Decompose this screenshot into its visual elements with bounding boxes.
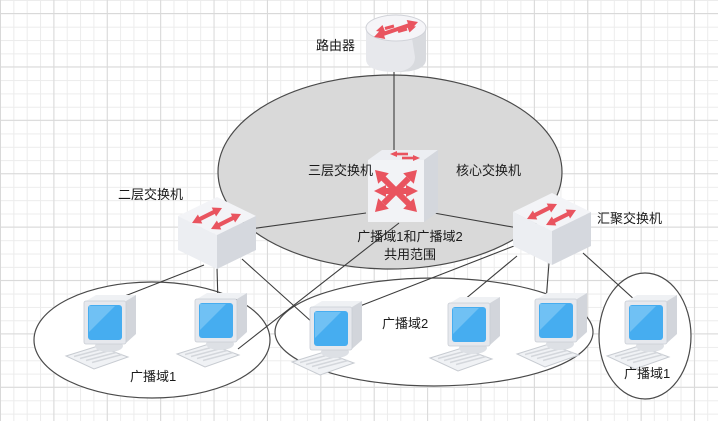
- computer-icon: [64, 295, 136, 370]
- computer-icon: [175, 293, 247, 368]
- shared-scope-label-line1: 广播域1和广播域2: [357, 229, 463, 244]
- layer3-switch-label: 三层交换机: [308, 163, 374, 178]
- aggregation-switch-node[interactable]: [512, 192, 592, 266]
- computer-icon: [515, 293, 587, 368]
- pc-node-5[interactable]: [515, 292, 603, 370]
- router-label: 路由器: [316, 38, 356, 53]
- router-icon: [365, 14, 427, 72]
- pc-node-1[interactable]: [64, 294, 152, 372]
- connection-core-aggregation: [433, 212, 519, 229]
- shared-scope-label: 广播域1和广播域2 共用范围: [330, 228, 490, 264]
- connection-aggregation-pc3: [359, 245, 515, 307]
- core-switch-label: 核心交换机: [456, 163, 522, 178]
- core-switch-node[interactable]: [362, 146, 440, 226]
- pc-node-6[interactable]: [605, 294, 693, 372]
- workgroup-switch-icon: [178, 197, 256, 269]
- router-node[interactable]: [363, 13, 429, 75]
- computer-icon: [605, 295, 677, 370]
- layer2-switch-label: 二层交换机: [118, 187, 184, 202]
- connection-core-pc2: [237, 222, 400, 350]
- broadcast-domain-1-right-label: 广播域1: [624, 366, 671, 381]
- computer-icon: [290, 301, 362, 376]
- shared-scope-label-line2: 共用范围: [383, 247, 436, 262]
- aggregation-switch-label: 汇聚交换机: [597, 211, 663, 226]
- layer2-switch-node[interactable]: [177, 196, 257, 270]
- pc-node-3[interactable]: [290, 300, 378, 378]
- workgroup-switch-icon: [513, 193, 591, 265]
- computer-icon: [428, 297, 500, 372]
- broadcast-domain-1-left-label: 广播域1: [130, 369, 177, 384]
- connection-aggregation-pc6: [582, 252, 637, 302]
- connection-core-layer2: [249, 212, 367, 230]
- layer3-switch-icon: [368, 150, 438, 222]
- pc-node-2[interactable]: [175, 292, 263, 370]
- broadcast-domain-2-label: 广播域2: [382, 316, 429, 331]
- pc-node-4[interactable]: [428, 296, 516, 374]
